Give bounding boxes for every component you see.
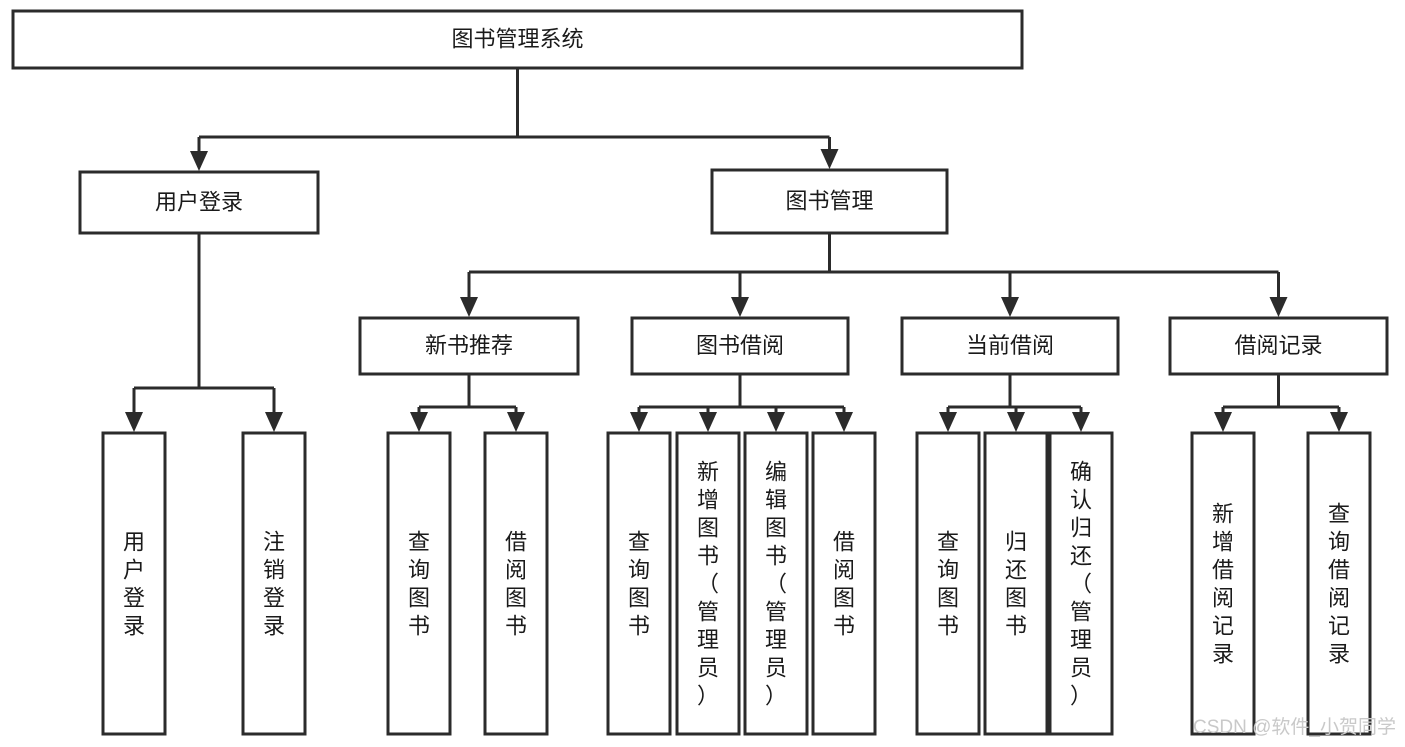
arrow-head-current-borrow-0 — [939, 412, 957, 432]
arrow-head-book-management-1 — [731, 297, 749, 317]
node-book-borrow[interactable]: 图书借阅 — [630, 316, 850, 376]
arrow-head-user-login-0 — [125, 412, 143, 432]
node-leaf-query-book-2[interactable]: 查询图书 — [606, 431, 672, 736]
node-box-borrow-record[interactable] — [1168, 316, 1389, 376]
node-label-root: 图书管理系统 — [451, 26, 583, 51]
arrow-head-user-login-1 — [265, 412, 283, 432]
node-box-leaf-user-logout[interactable] — [241, 431, 307, 736]
arrow-head-book-management-2 — [1001, 297, 1019, 317]
arrow-head-new-book-recommend-0 — [410, 412, 428, 432]
node-box-leaf-return-book[interactable] — [983, 431, 1049, 736]
node-leaf-borrow-book-1[interactable]: 借阅图书 — [483, 431, 549, 736]
node-label-leaf-borrow-book-2: 借阅图书 — [833, 529, 855, 638]
node-label-leaf-user-logout: 注销登录 — [263, 529, 285, 638]
node-box-book-management[interactable] — [710, 168, 949, 235]
node-leaf-add-record[interactable]: 新增借阅记录 — [1190, 431, 1256, 736]
node-box-leaf-edit-book[interactable] — [743, 431, 809, 736]
arrow-head-borrow-record-0 — [1214, 412, 1232, 432]
arrow-head-book-borrow-2 — [767, 412, 785, 432]
node-label-current-borrow: 当前借阅 — [966, 333, 1054, 358]
node-box-new-book-recommend[interactable] — [358, 316, 580, 376]
node-label-leaf-query-book-2: 查询图书 — [628, 529, 650, 638]
node-label-leaf-confirm-return: 确认归还（管理员） — [1070, 459, 1092, 708]
node-leaf-query-book-1[interactable]: 查询图书 — [386, 431, 452, 736]
arrow-head-root-0 — [190, 151, 208, 171]
node-box-current-borrow[interactable] — [900, 316, 1120, 376]
node-leaf-confirm-return[interactable]: 确认归还（管理员） — [1048, 431, 1114, 736]
node-book-management[interactable]: 图书管理 — [710, 168, 949, 235]
node-layer: 图书管理系统用户登录图书管理新书推荐图书借阅当前借阅借阅记录用户登录注销登录查询… — [11, 9, 1389, 736]
node-box-leaf-query-record[interactable] — [1306, 431, 1372, 736]
node-label-leaf-add-record: 新增借阅记录 — [1212, 501, 1234, 666]
node-borrow-record[interactable]: 借阅记录 — [1168, 316, 1389, 376]
node-label-leaf-borrow-book-1: 借阅图书 — [505, 529, 527, 638]
arrow-head-new-book-recommend-1 — [507, 412, 525, 432]
node-new-book-recommend[interactable]: 新书推荐 — [358, 316, 580, 376]
connector-layer — [125, 68, 1348, 432]
node-box-root[interactable] — [11, 9, 1024, 70]
node-leaf-return-book[interactable]: 归还图书 — [983, 431, 1049, 736]
node-label-leaf-add-book: 新增图书（管理员） — [697, 459, 719, 708]
arrow-head-book-management-3 — [1269, 297, 1288, 317]
node-label-user-login: 用户登录 — [155, 189, 243, 214]
node-label-book-management: 图书管理 — [785, 188, 873, 213]
node-leaf-user-logout[interactable]: 注销登录 — [241, 431, 307, 736]
node-box-leaf-query-book-1[interactable] — [386, 431, 452, 736]
node-box-leaf-user-login[interactable] — [101, 431, 167, 736]
arrow-head-current-borrow-1 — [1007, 412, 1025, 432]
node-leaf-add-book[interactable]: 新增图书（管理员） — [675, 431, 741, 736]
arrow-head-book-borrow-3 — [835, 412, 853, 432]
node-leaf-edit-book[interactable]: 编辑图书（管理员） — [743, 431, 809, 736]
node-label-new-book-recommend: 新书推荐 — [425, 333, 513, 358]
node-label-leaf-query-record: 查询借阅记录 — [1328, 501, 1350, 666]
arrow-head-book-borrow-0 — [630, 412, 648, 432]
node-box-book-borrow[interactable] — [630, 316, 850, 376]
node-label-leaf-user-login: 用户登录 — [123, 529, 145, 638]
node-label-borrow-record: 借阅记录 — [1234, 333, 1322, 358]
node-leaf-borrow-book-2[interactable]: 借阅图书 — [811, 431, 877, 736]
node-box-leaf-borrow-book-1[interactable] — [483, 431, 549, 736]
node-label-book-borrow: 图书借阅 — [696, 333, 784, 358]
node-box-leaf-add-book[interactable] — [675, 431, 741, 736]
node-leaf-query-book-3[interactable]: 查询图书 — [915, 431, 981, 736]
node-label-leaf-edit-book: 编辑图书（管理员） — [765, 459, 787, 708]
csdn-watermark: CSDN @软件_小贺同学 — [1193, 716, 1396, 738]
node-root[interactable]: 图书管理系统 — [11, 9, 1024, 70]
node-box-leaf-query-book-2[interactable] — [606, 431, 672, 736]
node-leaf-user-login[interactable]: 用户登录 — [101, 431, 167, 736]
arrow-head-book-management-0 — [460, 297, 478, 317]
arrow-head-book-borrow-1 — [699, 412, 717, 432]
node-box-leaf-confirm-return[interactable] — [1048, 431, 1114, 736]
node-box-leaf-add-record[interactable] — [1190, 431, 1256, 736]
node-user-login[interactable]: 用户登录 — [78, 170, 320, 235]
node-box-user-login[interactable] — [78, 170, 320, 235]
node-label-leaf-query-book-3: 查询图书 — [937, 529, 959, 638]
node-label-leaf-query-book-1: 查询图书 — [408, 529, 430, 638]
node-box-leaf-query-book-3[interactable] — [915, 431, 981, 736]
node-current-borrow[interactable]: 当前借阅 — [900, 316, 1120, 376]
node-label-leaf-return-book: 归还图书 — [1005, 529, 1027, 638]
arrow-head-current-borrow-2 — [1072, 412, 1090, 432]
node-leaf-query-record[interactable]: 查询借阅记录 — [1306, 431, 1372, 736]
node-box-leaf-borrow-book-2[interactable] — [811, 431, 877, 736]
arrow-head-borrow-record-1 — [1330, 412, 1348, 432]
arrow-head-root-1 — [820, 149, 839, 169]
